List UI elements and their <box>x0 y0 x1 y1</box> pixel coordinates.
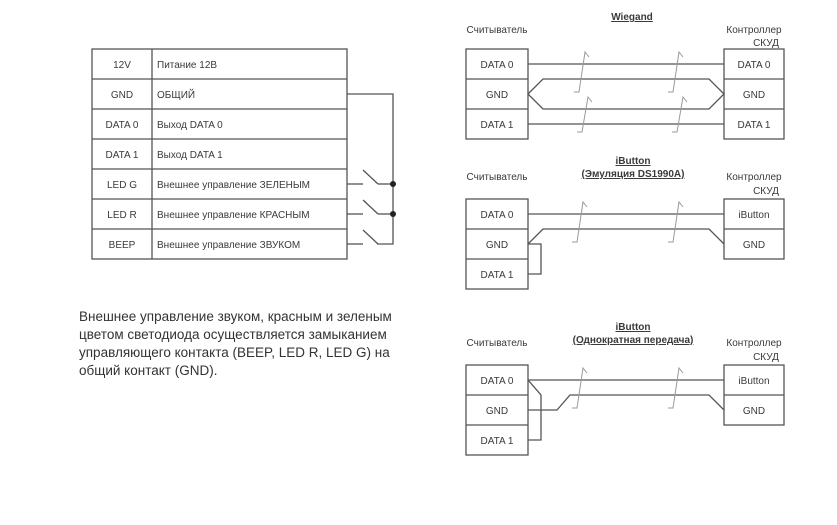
controller-pin: GND <box>743 240 765 251</box>
table-frame <box>91 48 348 260</box>
wire-break-mark <box>574 50 590 93</box>
gnd-wire <box>528 394 725 411</box>
controller-pin: iButton <box>738 376 769 387</box>
reader-pin: DATA 0 <box>481 60 514 71</box>
reader-pin: DATA 1 <box>481 436 514 447</box>
pin-description: Выход DATA 0 <box>157 120 223 131</box>
wire-break-mark <box>572 200 588 243</box>
pin-label: LED R <box>107 210 136 221</box>
pin-label: BEEP <box>109 240 136 251</box>
gnd-wire-pair <box>527 78 725 110</box>
diagram-subtitle: (Эмуляция DS1990A) <box>582 169 685 180</box>
controller-pin: GND <box>743 406 765 417</box>
diagram-title: iButton <box>616 156 651 167</box>
controller-label: Контроллер <box>726 25 782 36</box>
wire-break-mark <box>572 366 588 409</box>
data0-data1-jumper <box>527 379 542 441</box>
switch-contact-beep <box>362 229 379 245</box>
reader-pin: DATA 0 <box>481 210 514 221</box>
controller-label: СКУД <box>753 186 779 197</box>
reader-pin: DATA 1 <box>481 270 514 281</box>
reader-box <box>465 198 529 290</box>
controller-pin: DATA 0 <box>738 60 771 71</box>
wire-break-mark <box>668 366 684 409</box>
pin-description: Внешнее управление ЗВУКОМ <box>157 240 300 251</box>
controller-label: СКУД <box>753 352 779 363</box>
wire-break-mark <box>668 50 684 93</box>
gnd-bus-wire <box>347 93 394 245</box>
ibutton-emulation-diagram: iButton (Эмуляция DS1990A) Считыватель К… <box>465 156 785 290</box>
pin-label: LED G <box>107 180 137 191</box>
pin-label: DATA 1 <box>106 150 139 161</box>
controller-label: СКУД <box>753 38 779 49</box>
controller-pin: GND <box>743 90 765 101</box>
reader-label: Считыватель <box>467 25 528 36</box>
pin-label: 12V <box>113 60 131 71</box>
controller-pin: iButton <box>738 210 769 221</box>
controller-label: Контроллер <box>726 172 782 183</box>
pin-description: Питание 12В <box>157 60 217 71</box>
reader-pin: GND <box>486 406 508 417</box>
wire-break-mark <box>668 200 684 243</box>
reader-box <box>465 48 529 140</box>
junction-dot <box>390 211 396 217</box>
reader-label: Считыватель <box>467 338 528 349</box>
pin-description: Внешнее управление КРАСНЫМ <box>157 210 310 221</box>
reader-pin: GND <box>486 90 508 101</box>
diagram-title: Wiegand <box>611 12 653 23</box>
pin-description: Внешнее управление ЗЕЛЕНЫМ <box>157 180 310 191</box>
control-note: Внешнее управление звуком, красным и зел… <box>79 309 392 378</box>
pin-description: Выход DATA 1 <box>157 150 223 161</box>
junction-dot <box>390 181 396 187</box>
diagram-subtitle: (Однократная передача) <box>573 335 694 346</box>
gnd-data1-jumper <box>528 243 542 275</box>
pin-label: GND <box>111 90 133 101</box>
wire-break-mark <box>577 95 593 133</box>
reader-pin: GND <box>486 240 508 251</box>
switch-contact-led-g <box>362 169 379 185</box>
pinout-table: 12V Питание 12В GND ОБЩИЙ DATA 0 Выход D… <box>91 48 348 260</box>
gnd-wire <box>527 228 725 245</box>
control-switches <box>347 93 396 245</box>
controller-box <box>723 48 785 140</box>
wiegand-diagram: Wiegand Считыватель Контроллер СКУД DATA… <box>465 12 785 140</box>
reader-box <box>465 364 529 456</box>
pin-label: DATA 0 <box>106 120 139 131</box>
wire-break-mark <box>672 95 688 133</box>
reader-label: Считыватель <box>467 172 528 183</box>
ibutton-single-transmission-diagram: iButton (Однократная передача) Считывате… <box>465 322 785 456</box>
reader-pin: DATA 0 <box>481 376 514 387</box>
switch-contact-led-r <box>362 199 379 215</box>
controller-label: Контроллер <box>726 338 782 349</box>
diagram-title: iButton <box>616 322 651 333</box>
controller-pin: DATA 1 <box>738 120 771 131</box>
pin-description: ОБЩИЙ <box>157 88 195 101</box>
reader-pin: DATA 1 <box>481 120 514 131</box>
